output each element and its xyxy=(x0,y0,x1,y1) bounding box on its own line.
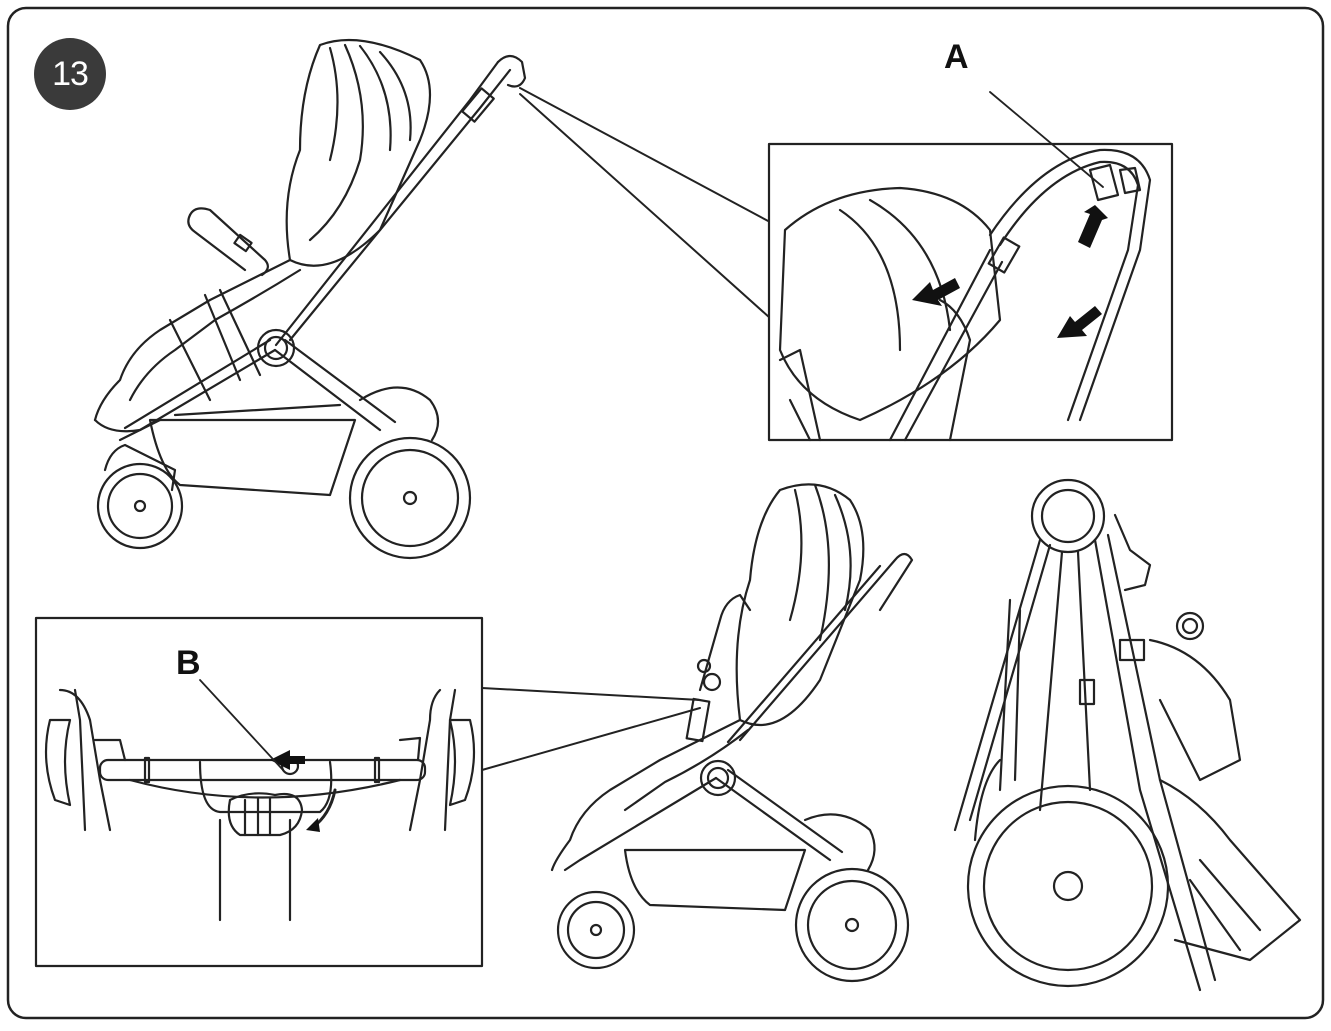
slide-arrow-icon xyxy=(270,750,305,770)
zoom-inset-b xyxy=(34,616,701,968)
stroller-folding-illustration xyxy=(550,483,914,983)
callout-label-a: A xyxy=(944,38,969,76)
callout-label-b: B xyxy=(176,644,201,682)
leader-line-b xyxy=(199,679,284,771)
push-arrow-icon xyxy=(912,205,1108,338)
zoom-inset-a xyxy=(519,87,1174,442)
stroller-folded-illustration xyxy=(953,478,1302,992)
step-number-badge: 13 xyxy=(34,38,106,110)
leader-line-a xyxy=(989,91,1104,188)
stroller-open-illustration xyxy=(93,38,527,560)
panel-border xyxy=(6,6,1325,1020)
